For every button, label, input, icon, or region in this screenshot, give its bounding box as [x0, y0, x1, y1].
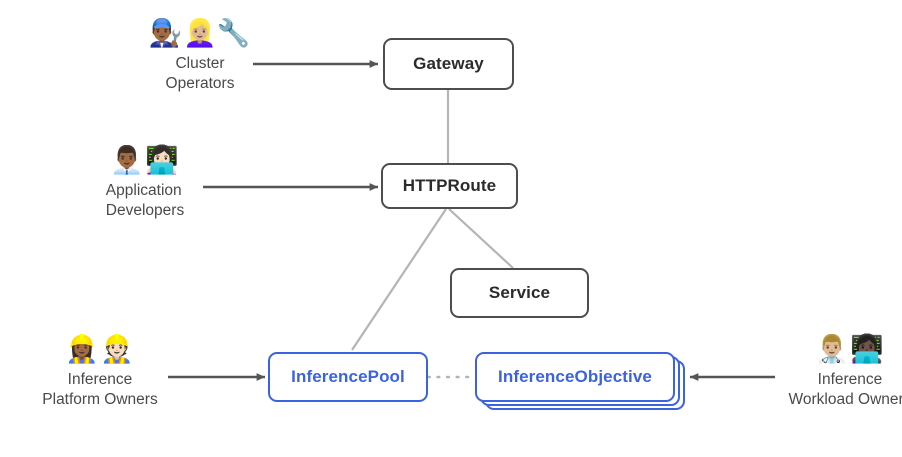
node-service-label: Service [488, 283, 551, 302]
inference-workload-owners-icon: 👨🏼‍⚕️👩🏿‍💻 [815, 334, 885, 365]
cluster-operators-icon: 👨🏾‍🔧👱🏼‍♀️‍🔧 [148, 18, 252, 49]
inference-platform-owners-label: Inference Platform Owners [42, 371, 158, 408]
node-inferenceobjective-label: InferenceObjective [498, 367, 652, 386]
node-service[interactable]: Service [450, 268, 589, 318]
cluster-operators-label: Cluster Operators [165, 55, 235, 92]
application-developers-icon: 👨🏾‍💼👩🏻‍💻 [110, 145, 180, 176]
persona-inference-platform-owners: 👷🏾‍♀️👷🏻 Inference Platform Owners [22, 336, 178, 410]
node-inferencepool-label: InferencePool [291, 367, 405, 386]
node-inferenceobjective[interactable]: InferenceObjective [475, 352, 675, 402]
inference-platform-owners-icon: 👷🏾‍♀️👷🏻 [65, 334, 135, 365]
node-httproute[interactable]: HTTPRoute [381, 163, 518, 209]
application-developers-label: Application Developers [105, 182, 185, 219]
inference-workload-owners-label: Inference Workload Owners [788, 371, 902, 408]
connector-httproute-service [448, 208, 514, 269]
node-gateway-label: Gateway [413, 54, 484, 73]
persona-inference-workload-owners: 👨🏼‍⚕️👩🏿‍💻 Inference Workload Owners [770, 336, 902, 410]
persona-cluster-operators: 👨🏾‍🔧👱🏼‍♀️‍🔧 Cluster Operators [145, 20, 255, 94]
node-httproute-label: HTTPRoute [402, 176, 497, 195]
node-gateway[interactable]: Gateway [383, 38, 514, 90]
connector-httproute-inferencepool [351, 208, 447, 351]
node-inferencepool[interactable]: InferencePool [268, 352, 428, 402]
persona-application-developers: 👨🏾‍💼👩🏻‍💻 Application Developers [85, 147, 205, 221]
